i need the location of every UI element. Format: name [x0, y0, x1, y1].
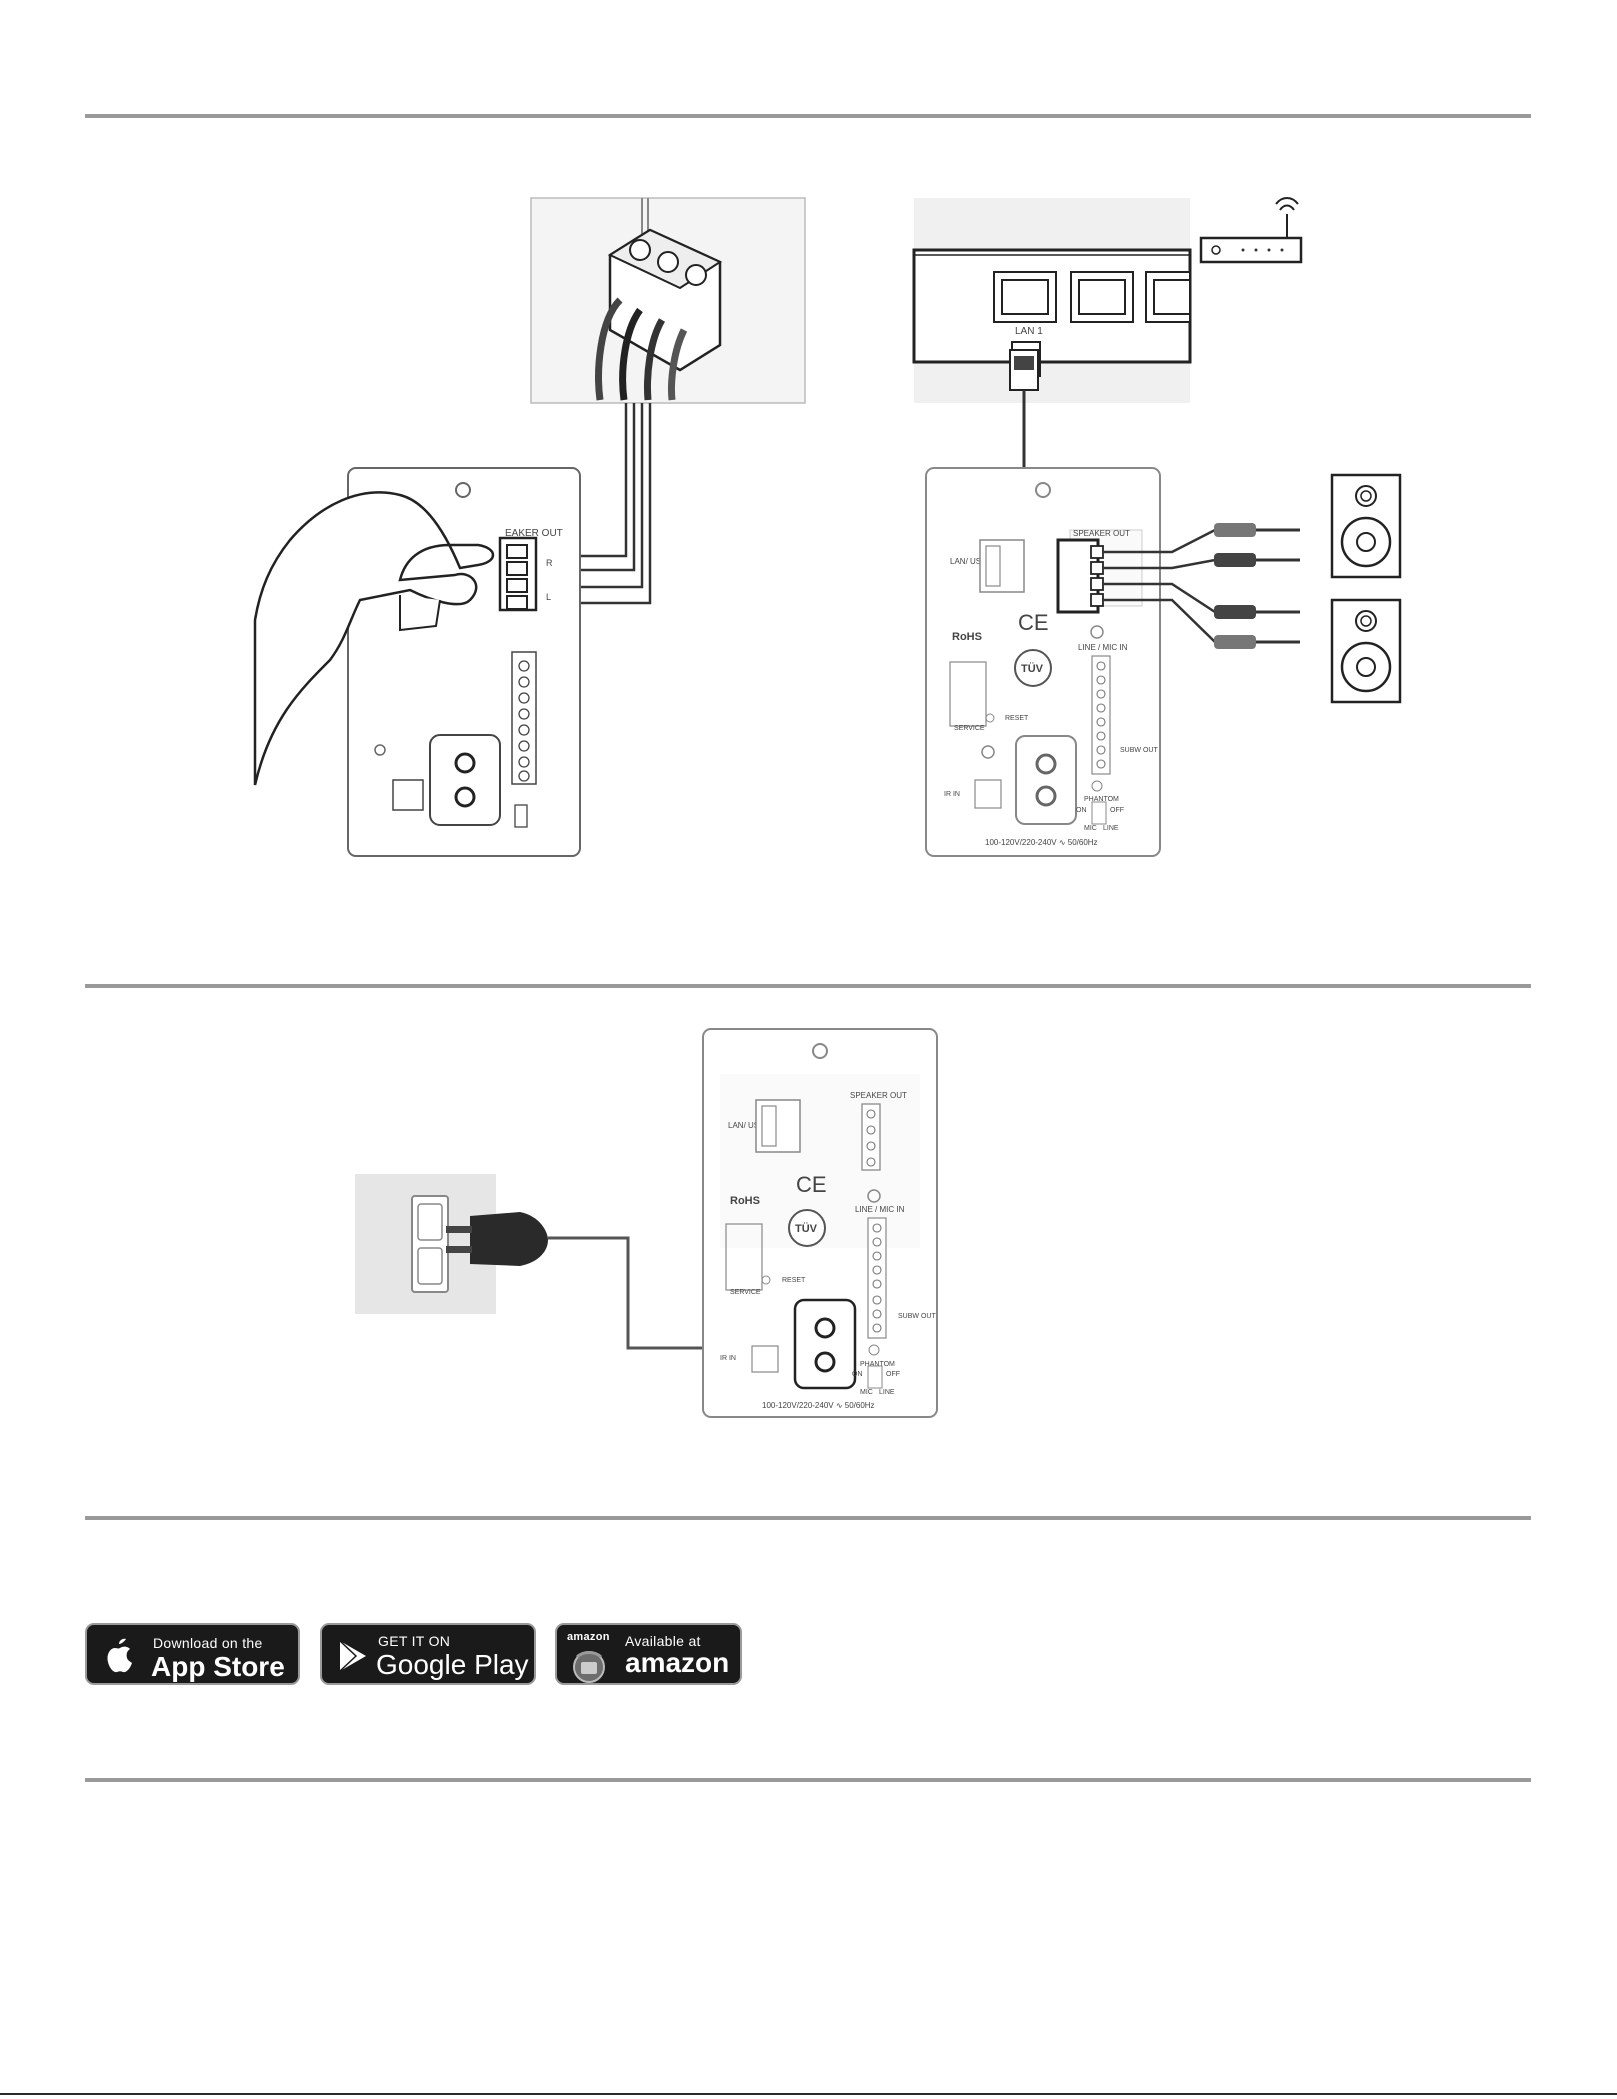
google-play-small-text: GET IT ON: [378, 1633, 451, 1649]
on-label: ON: [1076, 807, 1087, 814]
hand-illustration: [253, 491, 495, 786]
on-label: ON: [852, 1371, 863, 1378]
line-mic-label: LINE / MIC IN: [1078, 643, 1128, 652]
section-divider-1: [85, 114, 1531, 118]
off-label: OFF: [1110, 807, 1124, 814]
amazon-badge[interactable]: amazon Available at amazon: [555, 1623, 742, 1685]
connector-zoom-inset: [530, 197, 806, 404]
app-store-big-text: App Store: [151, 1651, 285, 1682]
speaker-right: [1330, 473, 1402, 579]
amplifier-back-panel-center: SPEAKER OUT LAN/ USB RoHS CE TÜV LINE / …: [702, 1028, 938, 1418]
lan-1-label: LAN 1: [1015, 326, 1043, 337]
speaker-out-label: SPEAKER OUT: [850, 1091, 907, 1100]
speaker-out-label: SPEAKER OUT: [1073, 529, 1130, 538]
line-label: LINE: [879, 1389, 895, 1396]
reset-label: RESET: [782, 1277, 806, 1284]
r-channel-label: R: [546, 558, 553, 568]
voltage-label: 100-120V/220-240V ∿ 50/60Hz: [985, 838, 1098, 847]
subw-out-label: SUBW OUT: [1120, 747, 1158, 754]
mic-label: MIC: [860, 1389, 873, 1396]
ir-in-label: IR IN: [944, 791, 960, 798]
off-label: OFF: [886, 1371, 900, 1378]
page-bottom-rule: [0, 2093, 1617, 2095]
speaker-left: [1330, 598, 1402, 704]
amazon-appstore-icon: [573, 1651, 605, 1683]
google-play-icon: [339, 1640, 366, 1672]
tuv-mark: TÜV: [795, 1222, 818, 1235]
phantom-label: PHANTOM: [860, 1361, 895, 1368]
banana-plugs: [1214, 523, 1300, 649]
service-label: SERVICE: [954, 725, 985, 732]
mic-label: MIC: [1084, 825, 1097, 832]
amazon-big-text: amazon: [625, 1647, 730, 1678]
google-play-badge[interactable]: GET IT ON Google Play: [320, 1623, 536, 1685]
ir-in-label: IR IN: [720, 1355, 736, 1362]
line-label: LINE: [1103, 825, 1119, 832]
amazon-logo-text: amazon: [567, 1631, 610, 1643]
amplifier-back-panel-right: SPEAKER OUT LAN/ USB RoHS CE TÜV LINE / …: [925, 467, 1161, 857]
section-divider-3: [85, 1516, 1531, 1520]
tuv-mark: TÜV: [1021, 662, 1044, 675]
reset-label: RESET: [1005, 715, 1029, 722]
app-store-small-text: Download on the: [153, 1635, 263, 1651]
phantom-label: PHANTOM: [1084, 796, 1119, 803]
power-cord: [548, 1236, 712, 1350]
section-divider-4: [85, 1778, 1531, 1782]
google-play-big-text: Google Play: [376, 1649, 529, 1680]
apple-icon: [107, 1638, 132, 1673]
power-connection-diagram: SPEAKER OUT LAN/ USB RoHS CE TÜV LINE / …: [355, 1028, 938, 1418]
subw-out-label: SUBW OUT: [898, 1313, 936, 1320]
line-mic-label: LINE / MIC IN: [855, 1205, 905, 1214]
section-divider-2: [85, 984, 1531, 988]
power-plug: [446, 1212, 548, 1266]
rohs-mark: RoHS: [952, 631, 982, 643]
app-store-badge[interactable]: Download on the App Store: [85, 1623, 300, 1685]
ce-mark: CE: [796, 1172, 827, 1197]
service-label: SERVICE: [730, 1289, 761, 1296]
wifi-router: [1199, 197, 1303, 264]
amazon-small-text: Available at: [625, 1633, 701, 1649]
speaker-wiring-diagram: EAKER OUT R L LAN 1: [253, 197, 1402, 857]
speaker-out-label: EAKER OUT: [505, 528, 563, 539]
voltage-label: 100-120V/220-240V ∿ 50/60Hz: [762, 1401, 875, 1410]
rohs-mark: RoHS: [730, 1195, 760, 1207]
ce-mark: CE: [1018, 610, 1049, 635]
lan-usb-label: LAN/ USB: [728, 1121, 764, 1130]
l-channel-label: L: [546, 592, 551, 602]
lan-usb-label: LAN/ USB: [950, 557, 986, 566]
